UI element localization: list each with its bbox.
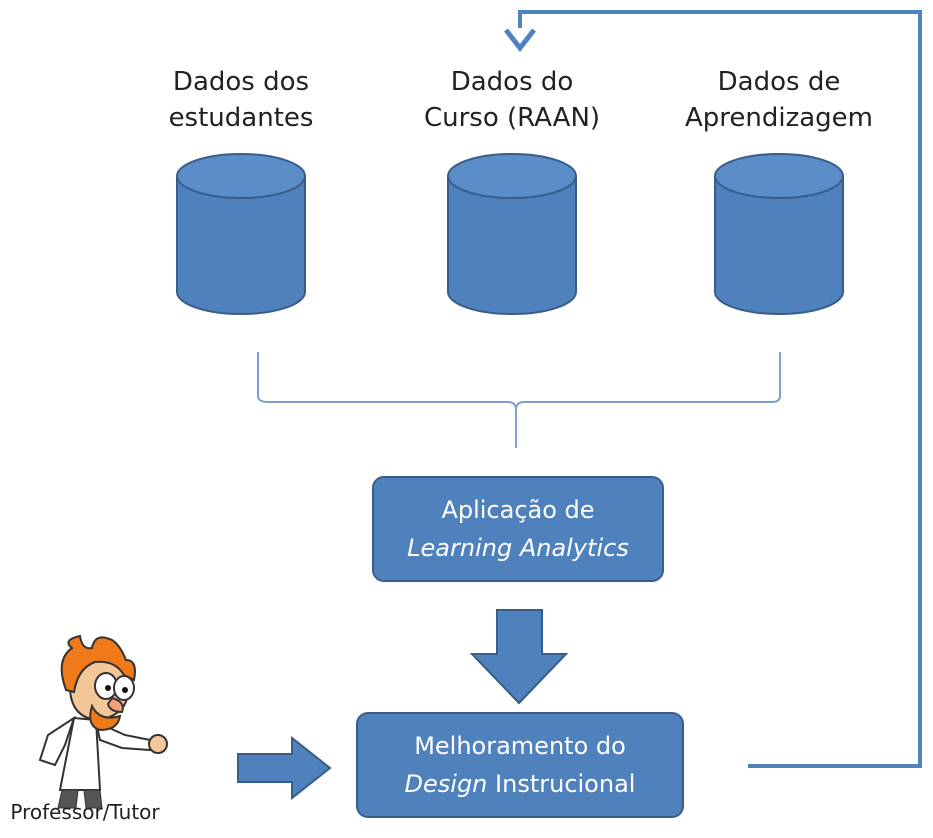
db-label-line: Dados de <box>717 67 841 97</box>
actor-label: Professor/Tutor <box>10 800 160 824</box>
analytics-box-line1: Aplicação de <box>441 496 595 524</box>
feedback-loop-line <box>518 10 922 768</box>
db-label-line: Dados dos <box>172 67 310 97</box>
db-label-learning: Dados de Aprendizagem <box>679 64 879 136</box>
down-arrow-icon <box>469 609 569 705</box>
db-label-line: Aprendizagem <box>684 103 874 133</box>
database-icon-1 <box>176 153 306 315</box>
analytics-box-line2: Learning Analytics <box>374 529 662 567</box>
professor-cartoon-icon <box>38 634 168 809</box>
db-label-line: Dados do <box>450 67 574 97</box>
analytics-box: Aplicação de Learning Analytics <box>372 476 664 582</box>
grouping-brace <box>257 352 781 448</box>
db-label-line: estudantes <box>168 103 314 133</box>
design-box-rest: Instrucional <box>487 770 636 798</box>
analytics-box-italic: Learning Analytics <box>407 534 629 562</box>
design-box-italic: Design <box>404 770 488 798</box>
design-box-line1: Melhoramento do <box>414 732 626 760</box>
right-arrow-icon <box>237 735 332 801</box>
database-icon-3 <box>714 153 844 315</box>
design-box: Melhoramento do Design Instrucional <box>356 712 684 818</box>
db-label-course: Dados do Curso (RAAN) <box>412 64 612 136</box>
database-icon-2 <box>447 153 577 315</box>
db-label-line: Curso (RAAN) <box>423 103 601 133</box>
db-label-students: Dados dos estudantes <box>141 64 341 136</box>
design-box-line2: Design Instrucional <box>358 765 682 803</box>
feedback-arrowhead-icon <box>504 28 536 53</box>
